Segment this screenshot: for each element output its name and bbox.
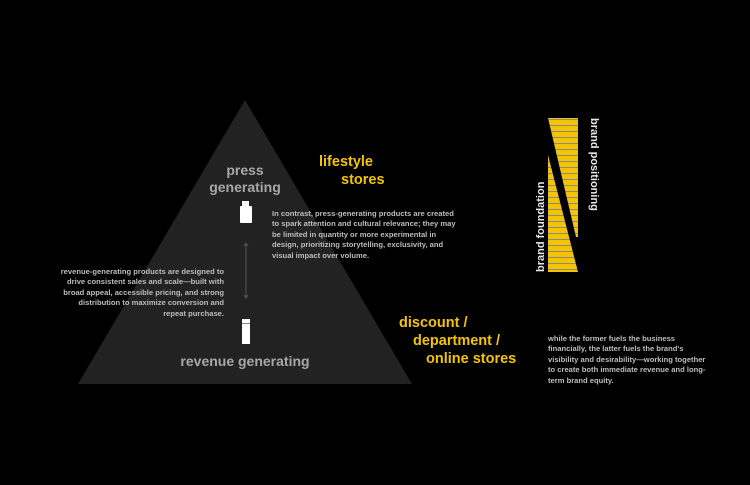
brand-positioning-label: brand positioning (588, 118, 600, 211)
press-product-icon (240, 201, 252, 223)
revenue-product-icon (242, 319, 250, 344)
pyramid-triangle (78, 100, 412, 384)
channel-line: department / (413, 333, 501, 349)
brand-foundation-label: brand foundation (535, 181, 547, 272)
channel-line: online stores (426, 351, 517, 367)
summary-text: while the former fuels the business fina… (548, 334, 706, 385)
double-arrow-icon (243, 242, 249, 299)
press-description: In contrast, press-generating products a… (272, 209, 456, 260)
brand-foundation-shape (548, 155, 578, 272)
lifestyle-stores-label: lifestyle stores (319, 153, 385, 189)
discount-stores-label: discount / department / online stores (399, 314, 516, 368)
revenue-generating-label: revenue generating (180, 353, 310, 369)
revenue-description: revenue-generating products are designed… (60, 267, 224, 318)
channel-line: discount / (399, 315, 468, 331)
channel-line: lifestyle (319, 154, 373, 170)
press-generating-label: press generating (209, 162, 281, 195)
brand-positioning-shape (548, 118, 578, 237)
channel-line: stores (341, 172, 385, 188)
